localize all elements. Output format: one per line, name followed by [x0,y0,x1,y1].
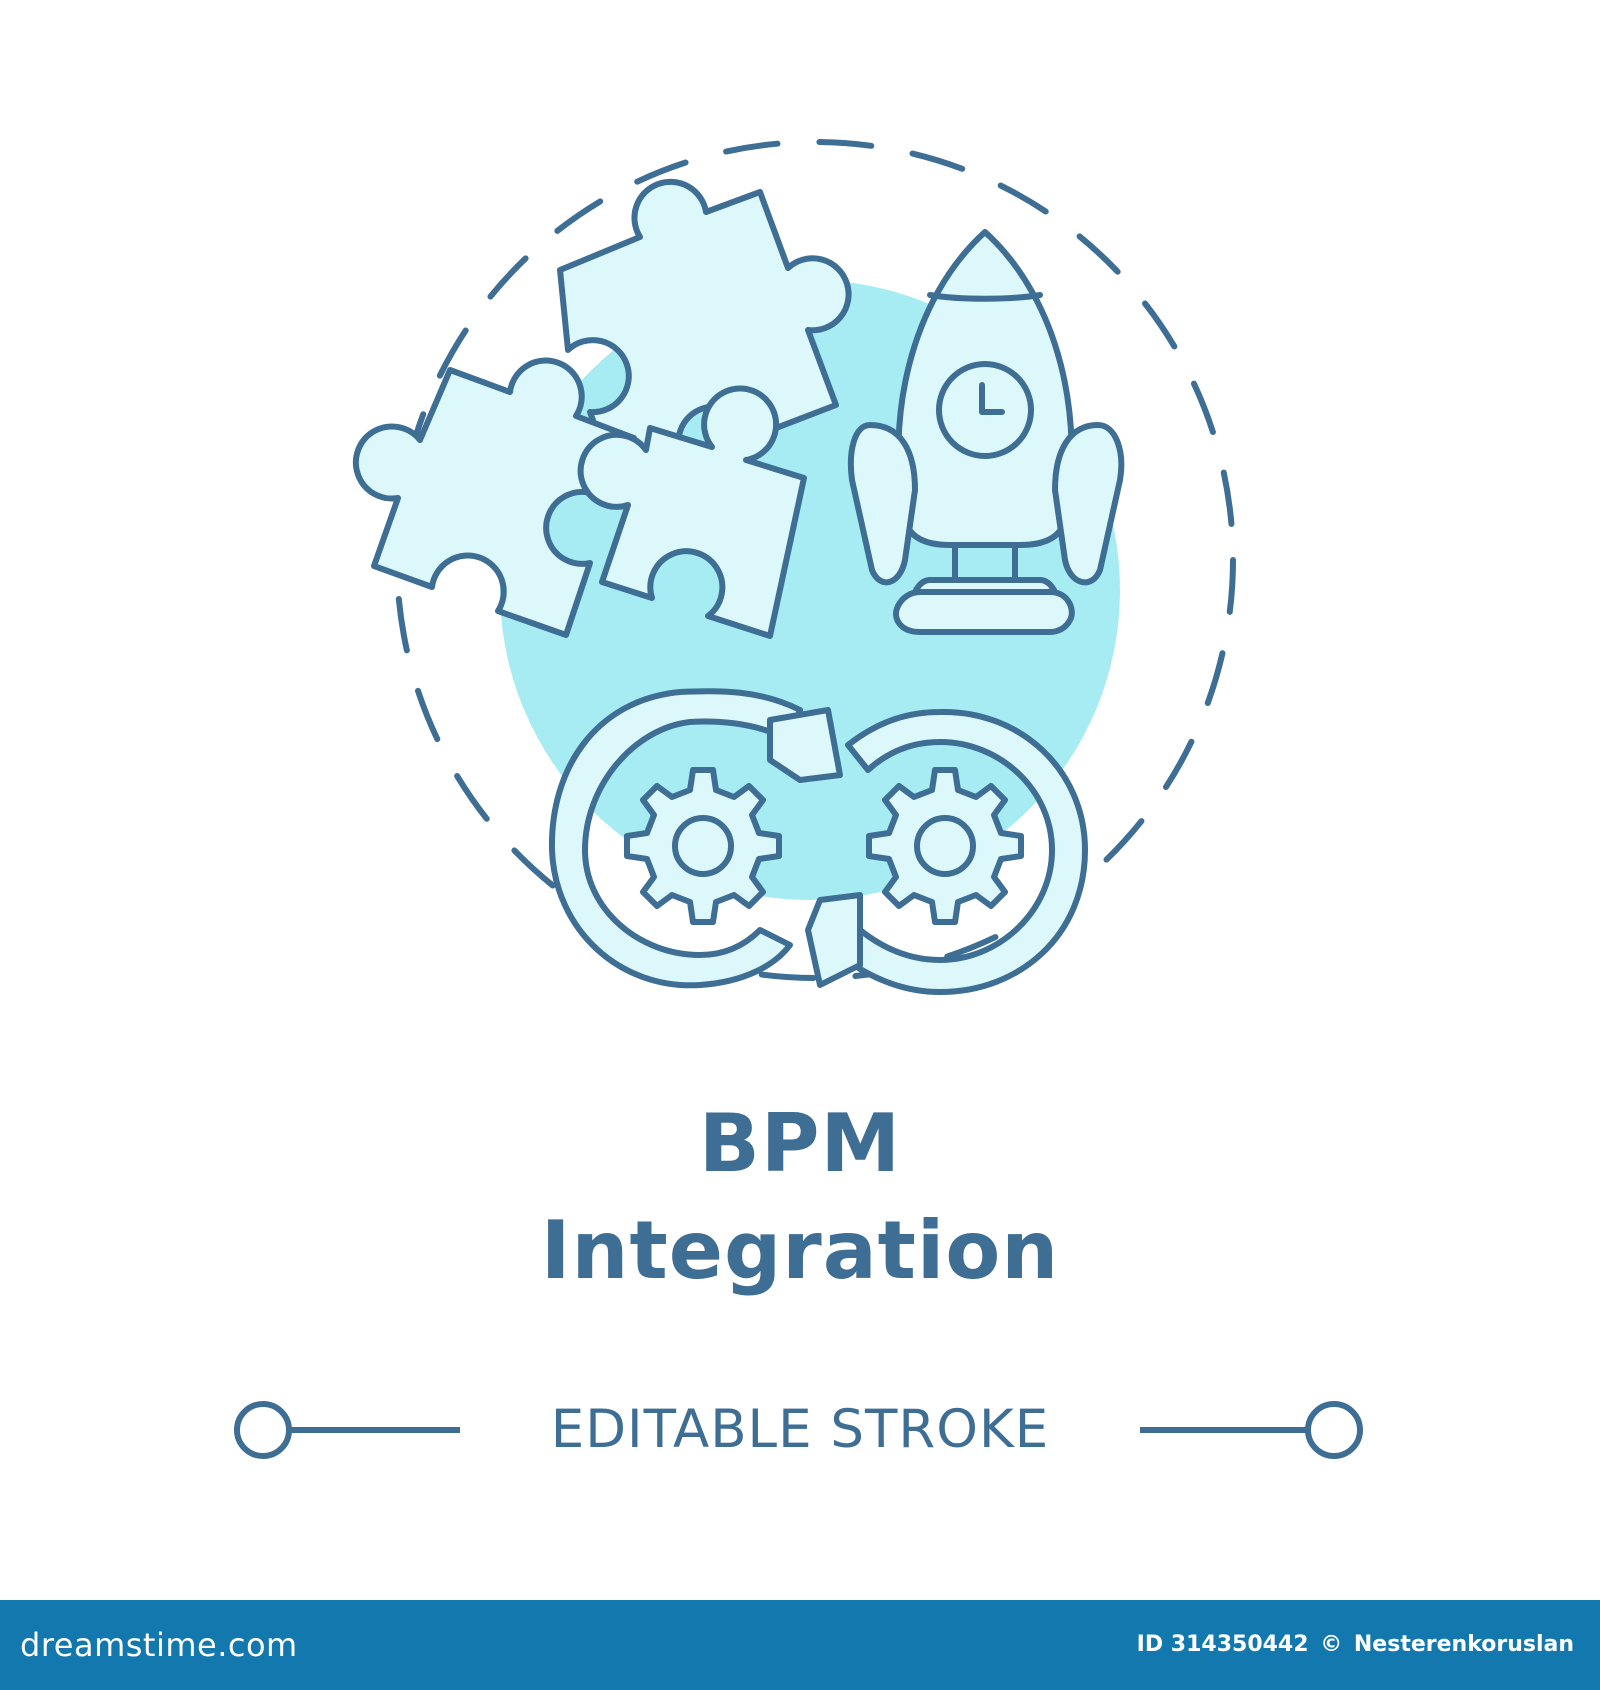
bpm-integration-illustration [234,139,1363,1459]
rocket-clock-icon [847,229,1125,635]
puzzle-piece-left [352,357,637,638]
footer-author: Nesterenkoruslan [1353,1632,1574,1657]
editable-stroke-decoration [234,1401,1363,1459]
rocket-fin-right [1052,422,1125,586]
left-endpoint-circle [234,1401,292,1459]
editable-stroke-label: EDITABLE STROKE [550,1399,1050,1460]
dashed-circle [394,139,1236,981]
footer-image-id: ID 314350442 [1136,1632,1309,1657]
footer-site-name: dreamstime.com [20,1626,298,1664]
watermark-footer-bar: dreamstime.com ID 314350442 © Nesterenko… [0,1600,1600,1690]
gear-cycle-icon [548,688,1088,995]
copyright-symbol: © [1320,1632,1343,1657]
cycle-arrow-top [767,707,843,783]
rocket-base [893,589,1075,635]
title-line-1: BPM [698,1097,902,1190]
title-line-2: Integration [540,1204,1060,1297]
rocket-nose-line [927,292,1043,302]
rocket-fin-left [847,422,918,586]
rocket-legs [952,542,1018,583]
gear-left-icon [624,767,782,925]
cycle-loop-left [548,688,803,989]
clock-hands [979,382,1005,415]
puzzle-piece-right [577,385,807,639]
rocket-base-top [912,577,1058,595]
right-endpoint-circle [1305,1401,1363,1459]
puzzle-pieces-icon [352,178,852,639]
gear-right-icon [866,767,1024,925]
cycle-arrow-bottom [805,892,863,988]
footer-credit: ID 314350442 © Nesterenkoruslan [1133,1600,1574,1690]
